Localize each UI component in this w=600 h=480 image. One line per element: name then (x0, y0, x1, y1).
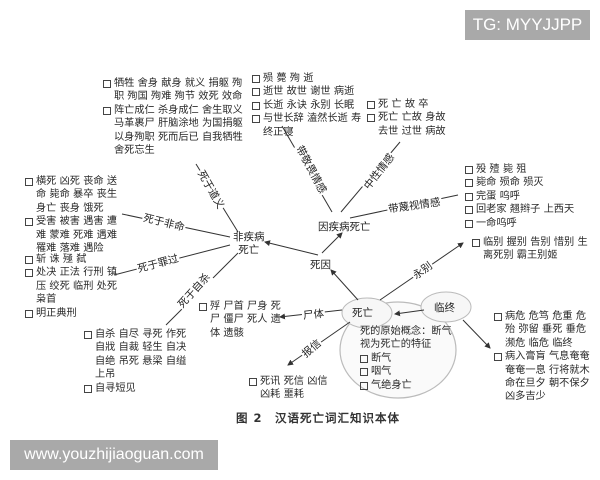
leaf-item: 与世长辞 溘然长逝 寿终正寝 (252, 112, 362, 139)
checkbox-icon (360, 368, 368, 377)
leaf-item: 自杀 自尽 寻死 作死 自戕 自裁 轻生 自决 自绝 吊死 悬梁 自缢 上吊 (84, 328, 199, 382)
checkbox-icon (199, 303, 207, 311)
checkbox-icon (84, 384, 92, 393)
leaf-unnatural: 横死 凶死 丧命 送命 毙命 暴卒 丧生 身亡 丧身 饿死 受害 被害 遇害 遭… (25, 175, 125, 255)
leaf-neutral: 死 亡 故 卒 死亡 亡故 身故 去世 过世 病故 (367, 98, 457, 138)
leaf-farewell: 临别 握别 告别 惜别 生离死别 霸王别姬 (472, 236, 592, 263)
checkbox-icon (252, 88, 260, 97)
leaf-item: 殒 薨 殉 逝 (252, 72, 362, 85)
leaf-item: 病危 危笃 危重 危殆 弥留 垂死 垂危 濒危 临危 临终 (494, 310, 594, 350)
leaf-item: 自寻短见 (84, 382, 199, 395)
node-disease-death: 因疾病死亡 (318, 221, 371, 233)
watermark-bottom-left: www.youzhijiaoguan.com (10, 440, 218, 470)
checkbox-icon (472, 239, 480, 247)
checkbox-icon (465, 192, 473, 201)
node-dying: 临终 (434, 302, 455, 314)
leaf-item: 牺牲 舍身 献身 就义 捐躯 殉职 殉国 殉难 殉节 效死 效命 (103, 77, 243, 104)
checkbox-icon (25, 178, 33, 186)
checkbox-icon (103, 106, 111, 115)
checkbox-icon (465, 206, 473, 215)
checkbox-icon (103, 80, 111, 88)
node-cause: 死因 (310, 259, 331, 271)
leaf-item: 长逝 永诀 永别 长眠 (252, 99, 362, 112)
watermark-top-right: TG: MYYJJPP (465, 10, 590, 40)
checkbox-icon (25, 218, 33, 227)
leaf-item: 完蛋 呜呼 (465, 190, 595, 203)
checkbox-icon (367, 101, 375, 109)
leaf-item: 死讯 死信 凶信 凶耗 噩耗 (249, 375, 339, 402)
checkbox-icon (465, 179, 473, 188)
leaf-item: 殍 尸首 尸身 死尸 僵尸 死人 遗体 遗骸 (199, 300, 289, 340)
checkbox-icon (84, 331, 92, 339)
leaf-item: 一命呜呼 (465, 217, 595, 230)
checkbox-icon (465, 166, 473, 174)
checkbox-icon (360, 381, 368, 390)
checkbox-icon (25, 309, 33, 318)
checkbox-icon (494, 313, 502, 321)
checkbox-icon (367, 114, 375, 123)
leaf-item: 气绝身亡 (360, 379, 455, 392)
node-non-disease-death: 非疾病 死亡 (233, 231, 265, 257)
leaf-item: 断气 (360, 352, 455, 365)
leaf-item: 斩 诛 殛 弑 (25, 253, 125, 266)
checkbox-icon (25, 256, 33, 264)
node-non-disease-line2: 死亡 (238, 244, 260, 256)
checkbox-icon (360, 354, 368, 363)
concept-intro: 死的原始概念：断气视为死亡的特征 (360, 326, 452, 351)
leaf-item: 逝世 故世 谢世 病逝 (252, 85, 362, 98)
leaf-original-concept: 死的原始概念：断气视为死亡的特征 断气 咽气 气绝身亡 (360, 325, 455, 392)
figure-caption: 图 2 汉语死亡词汇知识本体 (236, 411, 401, 425)
checkbox-icon (252, 75, 260, 83)
leaf-contempt: 殁 殪 毙 殂 毙命 殒命 殒灭 完蛋 呜呼 回老家 翘辫子 上西天 一命呜呼 (465, 163, 595, 230)
leaf-item: 殁 殪 毙 殂 (465, 163, 595, 176)
leaf-item: 毙命 殒命 殒灭 (465, 176, 595, 189)
leaf-item: 死 亡 故 卒 (367, 98, 457, 111)
leaf-item: 明正典刑 (25, 307, 125, 320)
leaf-item: 阵亡成仁 杀身成仁 舍生取义 马革裹尸 肝脑涂地 为国捐躯 以身殉职 死而后已 … (103, 104, 243, 158)
leaf-item: 横死 凶死 丧命 送命 毙命 暴卒 丧生 身亡 丧身 饿死 (25, 175, 125, 215)
leaf-dying: 病危 危笃 危重 危殆 弥留 垂死 垂危 濒危 临危 临终 病入膏肓 气息奄奄 … (494, 310, 594, 404)
leaf-crime: 斩 诛 殛 弑 处决 正法 行刑 镇压 绞死 临刑 处死 枭首 明正典刑 (25, 253, 125, 320)
checkbox-icon (249, 378, 257, 386)
leaf-item: 死亡 亡故 身故 去世 过世 病故 (367, 111, 457, 138)
leaf-reverence: 殒 薨 殉 逝 逝世 故世 谢世 病逝 长逝 永诀 永别 长眠 与世长辞 溘然长… (252, 72, 362, 139)
leaf-suicide: 自杀 自尽 寻死 作死 自戕 自裁 轻生 自决 自绝 吊死 悬梁 自缢 上吊 自… (84, 328, 199, 395)
leaf-item: 回老家 翘辫子 上西天 (465, 203, 595, 216)
checkbox-icon (252, 115, 260, 124)
leaf-item: 咽气 (360, 365, 455, 378)
node-non-disease-line1: 非疾病 (233, 231, 265, 243)
checkbox-icon (252, 101, 260, 110)
leaf-corpse: 殍 尸首 尸身 死尸 僵尸 死人 遗体 遗骸 (199, 300, 289, 340)
node-death: 死亡 (352, 307, 373, 319)
checkbox-icon (465, 219, 473, 228)
leaf-item: 病入膏肓 气息奄奄 奄奄一息 行将就木 命在旦夕 朝不保夕 凶多吉少 (494, 350, 594, 404)
edge-label-corpse: 尸体 (301, 305, 326, 324)
checkbox-icon (494, 353, 502, 362)
checkbox-icon (25, 269, 33, 278)
leaf-obituary: 死讯 死信 凶信 凶耗 噩耗 (249, 375, 339, 402)
leaf-item: 处决 正法 行刑 镇压 绞死 临刑 处死 枭首 (25, 266, 125, 306)
leaf-righteousness: 牺牲 舍身 献身 就义 捐躯 殉职 殉国 殉难 殉节 效死 效命 阵亡成仁 杀身… (103, 77, 243, 157)
leaf-item: 临别 握别 告别 惜别 生离死别 霸王别姬 (472, 236, 592, 263)
leaf-item: 受害 被害 遇害 遭难 蒙难 死难 遇难 罹难 落难 遇险 (25, 215, 125, 255)
